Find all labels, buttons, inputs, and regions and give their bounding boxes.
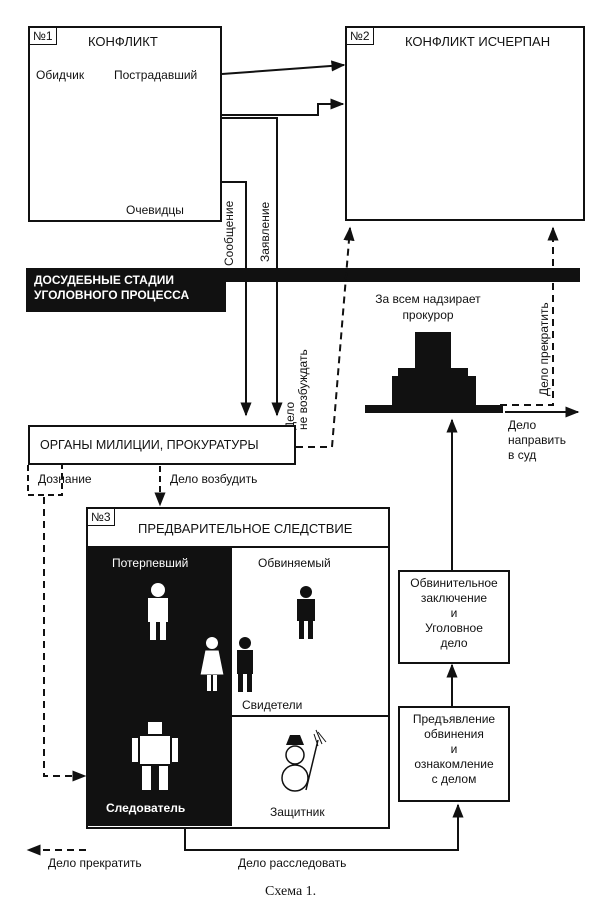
- charge-text: Предъявление обвинения и ознакомление с …: [412, 712, 496, 786]
- to-court-label: Дело направить в суд: [508, 418, 566, 462]
- box-conflict: №1 КОНФЛИКТ Обидчик Пострадавший Очевидц…: [28, 26, 222, 222]
- charge-box: Предъявление обвинения и ознакомление с …: [398, 706, 510, 802]
- prosecutor-label: За всем надзирает прокурор: [375, 292, 481, 322]
- box-title: КОНФЛИКТ ИСЧЕРПАН: [405, 34, 551, 49]
- victim-label: Пострадавший: [114, 68, 198, 82]
- organs-label: ОРГАНЫ МИЛИЦИИ, ПРОКУРАТУРЫ: [40, 438, 259, 452]
- investigator-label: Следователь: [106, 801, 186, 815]
- box-title: ПРЕДВАРИТЕЛЬНОЕ СЛЕДСТВИЕ: [138, 521, 353, 536]
- arrow-conflict-to-resolved: [221, 60, 346, 75]
- arrow-no-case: [296, 226, 355, 448]
- box-number: №1: [30, 28, 57, 45]
- arrow-terminate-top: [500, 226, 559, 406]
- investigate-label: Дело расследовать: [238, 856, 347, 870]
- box-number: №3: [88, 509, 115, 526]
- open-case-label: Дело возбудить: [170, 472, 258, 486]
- arrow-inquiry-to-investigator: [43, 497, 87, 782]
- arrow-victim-to-resolved: [182, 98, 345, 116]
- witnesses-label: Свидетели: [242, 698, 303, 712]
- prosecutor-figure: [365, 332, 503, 413]
- box3-injured-figure: [148, 583, 168, 640]
- banner: ДОСУДЕБНЫЕ СТАДИИ УГОЛОВНОГО ПРОЦЕССА: [26, 268, 226, 312]
- injured-label: Потерпевший: [112, 556, 189, 570]
- box-number: №2: [347, 28, 374, 45]
- box-preliminary-investigation: №3 ПРЕДВАРИТЕЛЬНОЕ СЛЕДСТВИЕ Потерпевший…: [86, 507, 390, 829]
- box3-investigator-robot: [132, 722, 178, 790]
- box3-witnesses-figures: [199, 637, 253, 692]
- box-title: КОНФЛИКТ: [88, 34, 158, 49]
- offender-label: Обидчик: [36, 68, 85, 82]
- no-case-label: Дело не возбуждать: [283, 349, 310, 430]
- banner-text: ДОСУДЕБНЫЕ СТАДИИ УГОЛОВНОГО ПРОЦЕССА: [34, 273, 190, 302]
- witnesses-label: Очевидцы: [126, 203, 184, 217]
- terminate-bottom-label: Дело прекратить: [48, 856, 142, 870]
- arrow-investigate: [184, 803, 464, 851]
- statement-label: Заявление: [258, 201, 272, 262]
- inquiry-label: Дознание: [38, 472, 92, 486]
- box3-accused-figure: [297, 586, 315, 639]
- box3-defender-snowman: [281, 729, 327, 792]
- indictment-text: Обвинительное заключение и Уголовное дел…: [410, 576, 498, 650]
- indictment-box: Обвинительное заключение и Уголовное дел…: [398, 570, 510, 664]
- message-label: Сообщение: [222, 200, 236, 266]
- caption: Схема 1.: [265, 884, 317, 899]
- box-conflict-resolved: №2 КОНФЛИКТ ИСЧЕРПАН: [345, 26, 585, 221]
- organs-box: ОРГАНЫ МИЛИЦИИ, ПРОКУРАТУРЫ: [28, 425, 296, 465]
- prosecutor-desk: [365, 405, 503, 413]
- inquiry-box: [27, 465, 63, 496]
- terminate-top-label: Дело прекратить: [537, 302, 551, 396]
- banner-bar: [225, 268, 580, 282]
- accused-label: Обвиняемый: [258, 556, 331, 570]
- defender-label: Защитник: [270, 805, 325, 819]
